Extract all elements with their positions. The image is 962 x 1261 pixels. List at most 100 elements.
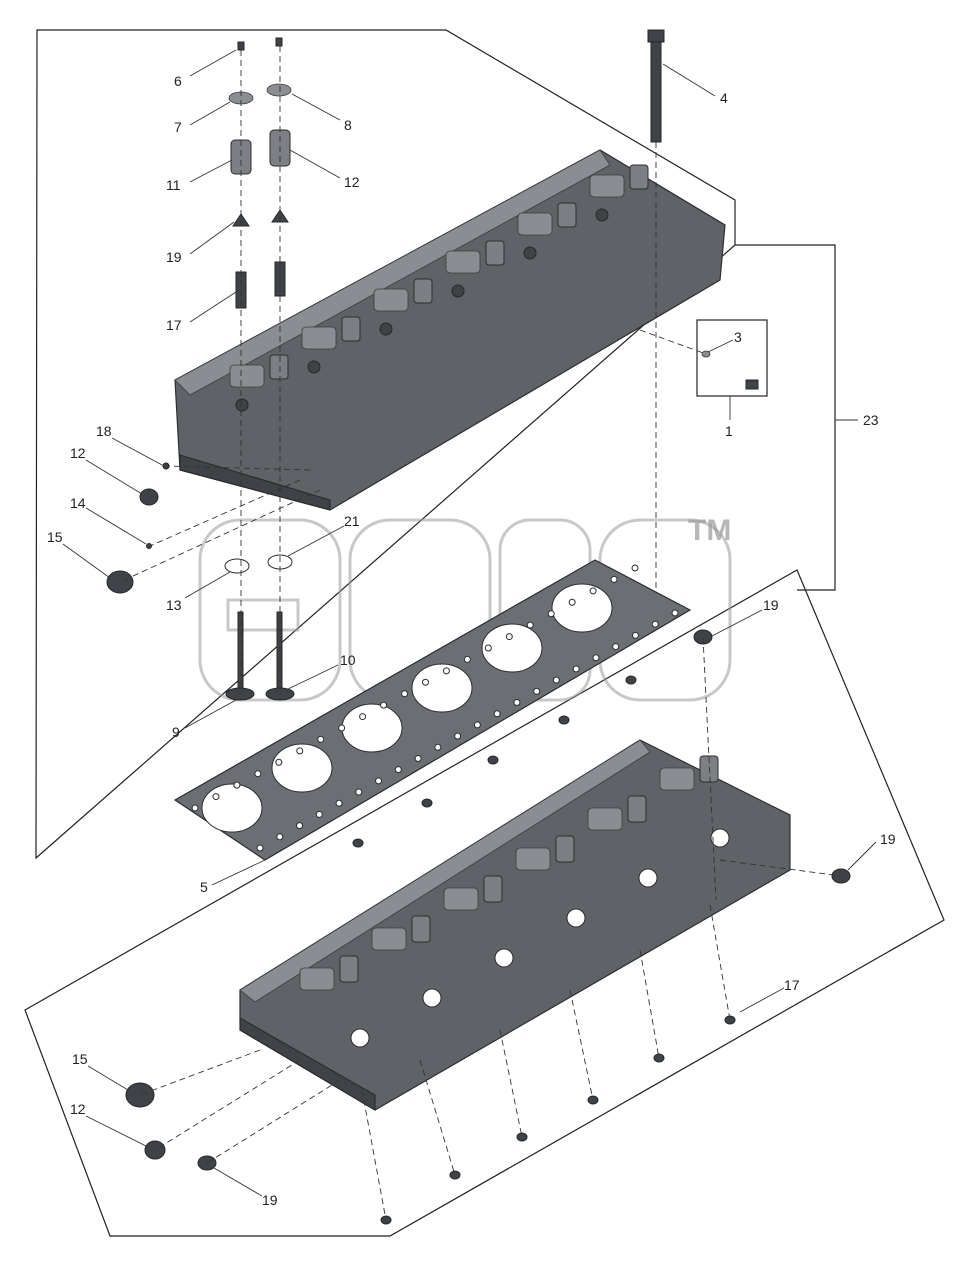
rocker-boss: [517, 212, 553, 236]
gasket-hole: [233, 781, 241, 789]
bracket-23: [735, 244, 836, 591]
plug-12-upper: [139, 488, 159, 506]
small-plug: [558, 715, 570, 725]
rocker-boss: [587, 807, 623, 831]
ball-14: [146, 543, 152, 549]
callout-leaders: [62, 49, 877, 1197]
gasket-hole: [612, 643, 620, 651]
small-plug: [625, 675, 637, 685]
gasket-hole: [401, 690, 409, 698]
valve-key-5b: [275, 37, 283, 47]
rocker-boss: [301, 326, 337, 350]
small-plug: [421, 798, 433, 808]
bolt-head: [451, 284, 465, 298]
detail-box-1-2: [696, 319, 768, 397]
callout-5: 6: [174, 73, 182, 89]
plugs-16: [352, 675, 736, 1225]
valve-spring-stack: [699, 755, 719, 783]
valve-seat-ring-13: [224, 558, 250, 574]
gasket-hole: [355, 788, 363, 796]
rocker-boss: [443, 887, 479, 911]
valve-spring-stack: [269, 354, 289, 380]
assembly-axis-lines: [119, 46, 842, 1221]
callout-16: 17: [784, 977, 800, 993]
bolt-head: [379, 322, 393, 336]
gasket-hole: [463, 655, 471, 663]
cylinder-head-bolt-3: [650, 37, 662, 143]
small-plug: [724, 1015, 736, 1025]
valve-spring-stack: [411, 915, 431, 943]
callout-15-upper: 15: [47, 529, 63, 545]
gasket-hole: [375, 777, 383, 785]
gasket-hole: [484, 644, 492, 652]
gasket-hole: [572, 665, 580, 673]
port-opening: [422, 988, 442, 1008]
rocker-boss: [299, 967, 335, 991]
gasket-hole: [212, 793, 220, 801]
bolt-head: [595, 208, 609, 222]
small-plug: [653, 1053, 665, 1063]
valve-spring-stack: [339, 955, 359, 983]
port-opening: [638, 868, 658, 888]
gasket-hole: [454, 732, 462, 740]
gasket-hole: [533, 687, 541, 695]
gasket-hole: [589, 587, 597, 595]
small-plug: [487, 755, 499, 765]
gasket-bore: [481, 623, 543, 673]
callout-19-right: 19: [880, 831, 896, 847]
port-opening: [350, 1028, 370, 1048]
gasket-hole: [526, 621, 534, 629]
gasket-bore: [201, 783, 263, 833]
spring-retainer-7: [266, 83, 292, 97]
gasket-hole: [610, 575, 618, 583]
intake-valve-8: [237, 611, 244, 691]
cylinder-head-gasket-4: [173, 559, 692, 861]
lower-assembly-frame: [24, 569, 945, 1237]
gasket-hole: [493, 710, 501, 718]
callout-17: 18: [96, 423, 112, 439]
gasket-hole: [671, 609, 679, 617]
valve-spring-stack: [555, 835, 575, 863]
lower-cylinder-head: [125, 629, 851, 1171]
gasket-hole: [394, 766, 402, 774]
watermark-logo: TM: [198, 514, 732, 702]
valve-spring-stack: [627, 795, 647, 823]
callout-21: 21: [344, 513, 360, 529]
gasket-hole: [315, 810, 323, 818]
callout-9: 10: [340, 652, 356, 668]
gasket-hole: [434, 743, 442, 751]
bolt-head: [235, 398, 249, 412]
rocker-boss: [589, 174, 625, 198]
bolt-head: [307, 360, 321, 374]
valve-spring-stack: [341, 316, 361, 342]
callout-8: 9: [172, 724, 180, 740]
small-plug: [380, 1215, 392, 1225]
port-opening: [710, 828, 730, 848]
valve-spring-stack: [483, 875, 503, 903]
port-opening: [566, 908, 586, 928]
rocker-boss: [445, 250, 481, 274]
callout-19-bottom: 19: [262, 1192, 278, 1208]
gasket-hole: [256, 844, 264, 852]
gasket-hole: [568, 598, 576, 606]
rocker-boss: [659, 767, 695, 791]
callout-12-upper: 12: [70, 445, 86, 461]
gasket-hole: [254, 770, 262, 778]
small-plug: [352, 838, 364, 848]
callout-14: 14: [70, 495, 86, 511]
plug-19-lower-bottom: [197, 1155, 217, 1171]
gasket-hole: [275, 758, 283, 766]
gasket-bore: [271, 743, 333, 793]
gasket-hole: [651, 620, 659, 628]
trademark-mark: TM: [688, 514, 731, 547]
valve-spring-stack: [413, 278, 433, 304]
gasket-hole: [631, 564, 639, 572]
gasket-hole: [191, 804, 199, 812]
callout-22: 19: [166, 249, 182, 265]
port-opening: [494, 948, 514, 968]
gasket-hole: [513, 699, 521, 707]
callout-4: 5: [200, 879, 208, 895]
upper-cylinder-head: [174, 149, 726, 511]
upper-assembly-frame: [35, 29, 736, 860]
